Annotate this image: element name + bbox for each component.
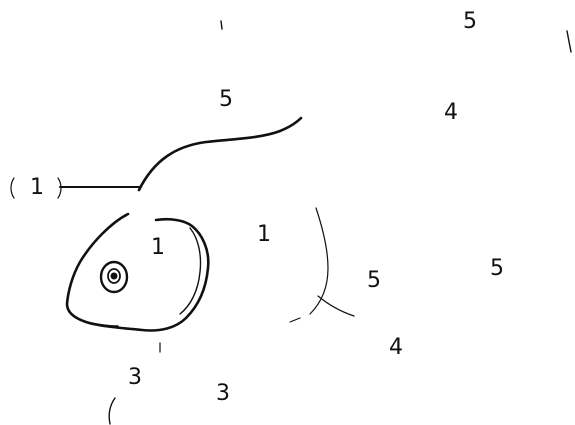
body-lower-dash [290, 318, 300, 322]
bracket-left [11, 178, 14, 198]
body-lower-line [318, 296, 354, 316]
region-number-5: 5 [219, 89, 233, 111]
leg-curve [109, 398, 115, 424]
region-number-4: 4 [444, 102, 458, 124]
bracket-right [58, 178, 61, 198]
region-number-3: 3 [216, 383, 230, 405]
region-number-1: 1 [257, 224, 271, 246]
region-number-5: 5 [490, 258, 504, 280]
region-number-1: 1 [30, 177, 44, 199]
stray-mark [221, 21, 222, 29]
region-number-5: 5 [367, 270, 381, 292]
eye-pupil [111, 273, 117, 279]
tail-line [139, 118, 301, 190]
body-curve [310, 208, 328, 314]
region-number-1: 1 [151, 237, 165, 259]
region-number-3: 3 [128, 367, 142, 389]
head-outline [67, 214, 208, 331]
region-number-5: 5 [463, 11, 477, 33]
region-number-4: 4 [389, 337, 403, 359]
stray-mark [567, 31, 571, 52]
